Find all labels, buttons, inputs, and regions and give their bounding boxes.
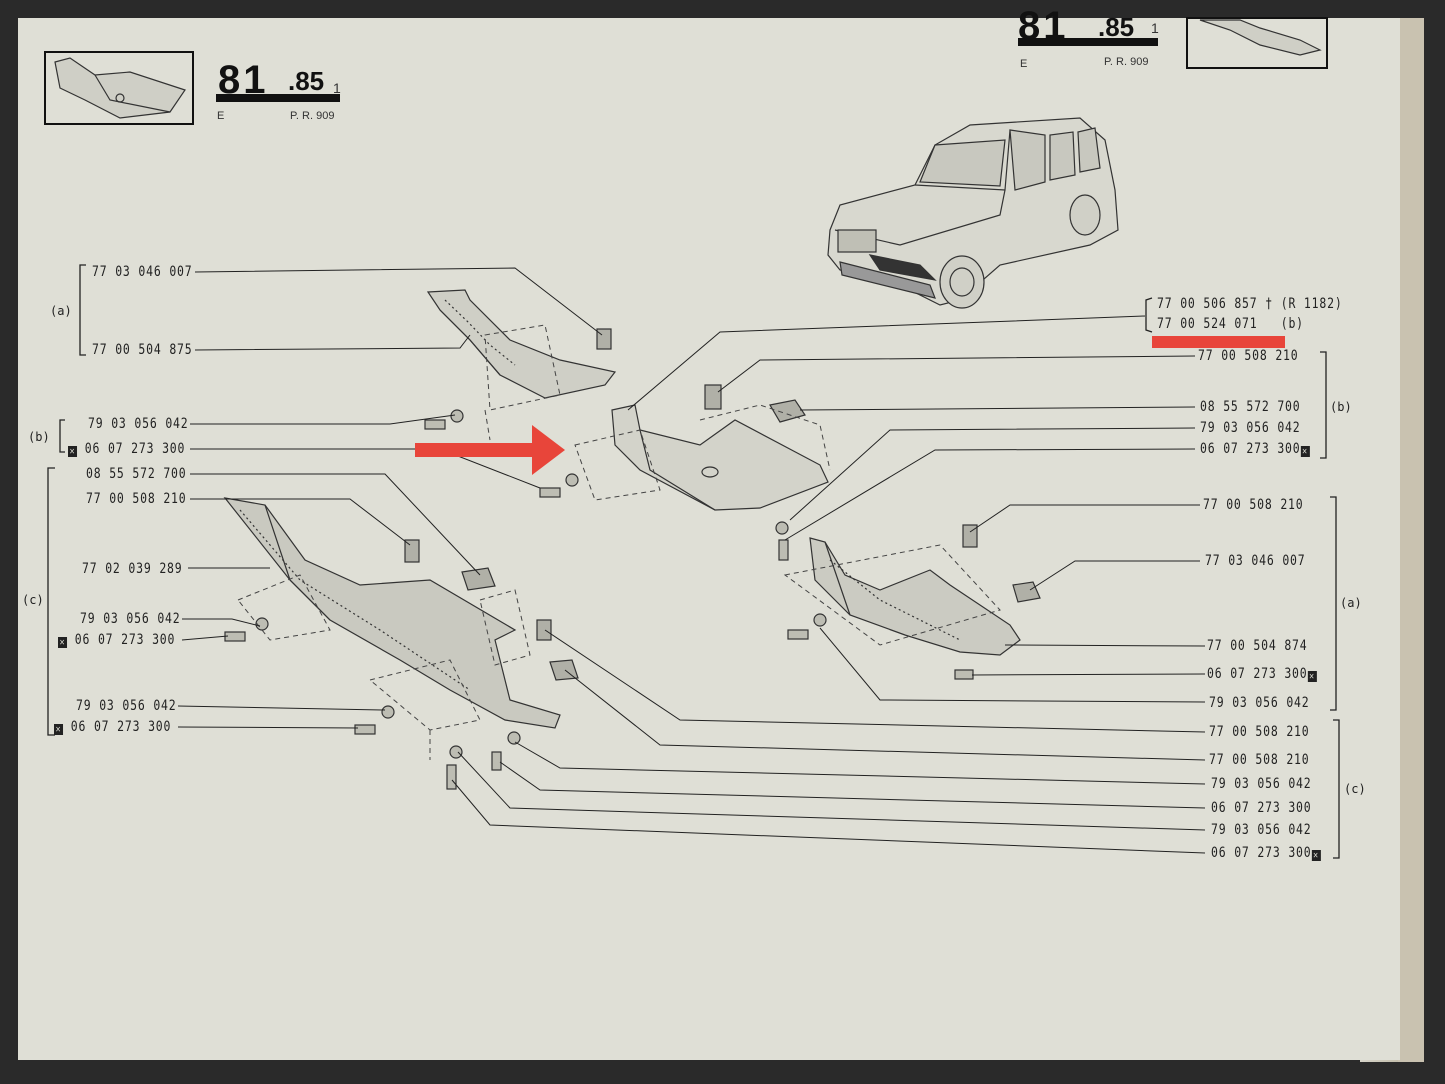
dagger-mark: † bbox=[1265, 296, 1273, 312]
label-right-c4: 06 07 273 300 bbox=[1211, 800, 1312, 816]
cross-box-icon: ✕ bbox=[1307, 671, 1317, 682]
label-text: 77 00 524 071 bbox=[1157, 316, 1258, 332]
group-b-left: (b) bbox=[28, 430, 50, 444]
label-left-b2: ✕ 06 07 273 300 bbox=[68, 441, 185, 457]
label-left-a2: 77 00 504 875 bbox=[92, 342, 193, 358]
group-c-left: (c) bbox=[22, 593, 44, 607]
cross-box-icon: ✕ bbox=[68, 446, 78, 457]
label-right-a5: 79 03 056 042 bbox=[1209, 695, 1310, 711]
label-text: 06 07 273 300 bbox=[84, 441, 186, 457]
page-edge bbox=[1398, 18, 1424, 1062]
label-left-c7: ✕ 06 07 273 300 bbox=[54, 719, 171, 735]
label-right-c3: 79 03 056 042 bbox=[1211, 776, 1312, 792]
label-right-c5: 79 03 056 042 bbox=[1211, 822, 1312, 838]
section-sub: 1 bbox=[333, 80, 341, 96]
catalog-page bbox=[18, 18, 1400, 1060]
car-illustration bbox=[827, 117, 1119, 309]
pr-label: P. R. 909 bbox=[290, 110, 335, 122]
pr-label-right: P. R. 909 bbox=[1104, 56, 1149, 68]
lower-left-panel bbox=[223, 497, 579, 729]
label-text: 06 07 273 300 bbox=[70, 719, 172, 735]
label-note: (b) bbox=[1280, 316, 1304, 332]
label-right-c6: 06 07 273 300✕ bbox=[1211, 845, 1321, 861]
label-right-c2: 77 00 508 210 bbox=[1209, 752, 1310, 768]
label-text: 77 00 506 857 bbox=[1157, 296, 1258, 312]
section-sub-right: 1 bbox=[1151, 20, 1159, 36]
thumbnail-icon bbox=[54, 57, 186, 119]
label-right-a1: 77 00 508 210 bbox=[1203, 497, 1304, 513]
label-text: 06 07 273 300 bbox=[74, 632, 176, 648]
label-left-a1: 77 03 046 007 bbox=[92, 264, 193, 280]
label-right-a3: 77 00 504 874 bbox=[1207, 638, 1308, 654]
section-suffix-right: .85 bbox=[1098, 12, 1135, 42]
label-right-b1: 77 00 508 210 bbox=[1198, 348, 1299, 364]
group-b-right: (b) bbox=[1330, 400, 1352, 414]
label-left-b1: 79 03 056 042 bbox=[88, 416, 189, 432]
label-left-c2: 77 00 508 210 bbox=[86, 491, 187, 507]
label-right-b2: 08 55 572 700 bbox=[1200, 399, 1301, 415]
label-right-top2: 77 00 524 071 (b) bbox=[1157, 316, 1304, 332]
label-right-c1: 77 00 508 210 bbox=[1209, 724, 1310, 740]
section-suffix: .85 bbox=[288, 66, 325, 96]
group-c-right: (c) bbox=[1344, 782, 1366, 796]
center-tray bbox=[611, 384, 829, 511]
label-left-c6: 79 03 056 042 bbox=[76, 698, 177, 714]
group-brackets bbox=[47, 264, 1340, 859]
arrow-annotation bbox=[415, 425, 565, 475]
label-left-c3: 77 02 039 289 bbox=[82, 561, 183, 577]
section-number-right: 81 bbox=[1018, 4, 1069, 48]
label-right-b3: 79 03 056 042 bbox=[1200, 420, 1301, 436]
group-a-right: (a) bbox=[1340, 596, 1362, 610]
label-left-c1: 08 55 572 700 bbox=[86, 466, 187, 482]
cross-box-icon: ✕ bbox=[1300, 446, 1310, 457]
label-text: 06 07 273 300 bbox=[1211, 845, 1312, 861]
upper-left-deflector bbox=[426, 289, 617, 399]
cross-box-icon: ✕ bbox=[54, 724, 64, 735]
label-right-a2: 77 03 046 007 bbox=[1205, 553, 1306, 569]
dashed-guides bbox=[237, 324, 1001, 760]
fasteners bbox=[224, 409, 974, 790]
cross-box-icon: ✕ bbox=[1311, 850, 1321, 861]
label-note: (R 1182) bbox=[1280, 296, 1343, 312]
group-a-left: (a) bbox=[50, 304, 72, 318]
label-text: 06 07 273 300 bbox=[1200, 441, 1301, 457]
leader-lines bbox=[177, 267, 1206, 854]
label-right-top1: 77 00 506 857 † (R 1182) bbox=[1157, 296, 1343, 312]
label-left-c4: 79 03 056 042 bbox=[80, 611, 181, 627]
label-right-b4: 06 07 273 300✕ bbox=[1200, 441, 1310, 457]
underline-annotation bbox=[1152, 336, 1285, 348]
edition-label: E bbox=[217, 110, 225, 122]
label-text: 06 07 273 300 bbox=[1207, 666, 1308, 682]
edition-label-right: E bbox=[1020, 58, 1028, 70]
label-left-c5: ✕ 06 07 273 300 bbox=[58, 632, 175, 648]
cross-box-icon: ✕ bbox=[58, 637, 68, 648]
right-panel bbox=[809, 524, 1041, 656]
label-right-a4: 06 07 273 300✕ bbox=[1207, 666, 1317, 682]
section-number: 81 bbox=[218, 58, 269, 102]
